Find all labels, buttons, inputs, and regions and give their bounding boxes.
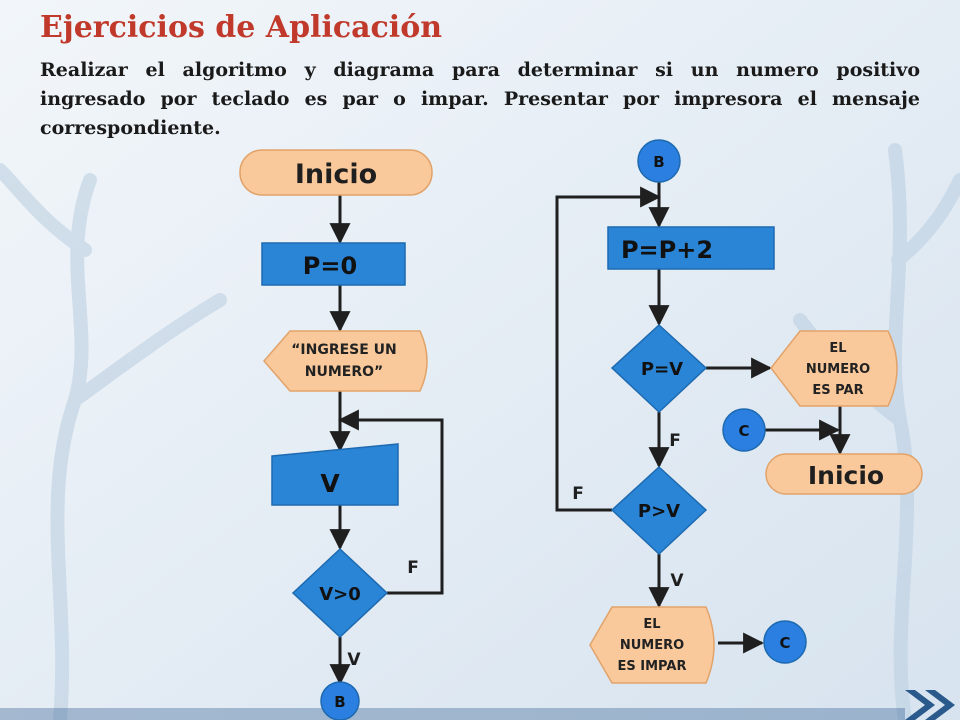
connector-b-out: B xyxy=(320,681,360,720)
start-label: Inicio xyxy=(295,159,377,190)
manual-input: V xyxy=(271,443,399,506)
tree-watermark xyxy=(0,143,960,720)
prompt-line-2: NUMERO” xyxy=(305,364,383,380)
connector-c-bottom-label: C xyxy=(779,634,790,652)
connector-c-top: C xyxy=(722,408,766,452)
even-line-3: ES PAR xyxy=(812,383,863,398)
decision-equal-label: P=V xyxy=(641,359,683,380)
exercise-description: Realizar el algoritmo y diagrama para de… xyxy=(40,59,920,139)
arrow-loop-false xyxy=(337,409,444,595)
odd-display: EL NUMERO ES IMPAR xyxy=(589,606,715,684)
corner-chevrons xyxy=(905,690,955,720)
decision-label: V>0 xyxy=(319,584,361,605)
footer-bar xyxy=(0,708,905,720)
even-display: EL NUMERO ES PAR xyxy=(770,330,898,407)
start-terminator: Inicio xyxy=(239,149,433,196)
init-process: P=0 xyxy=(261,242,406,286)
input-label: V xyxy=(320,469,340,498)
prompt-display: “INGRESE UN NUMERO” xyxy=(263,330,428,392)
label-true-left: V xyxy=(347,650,361,670)
odd-line-3: ES IMPAR xyxy=(618,659,687,674)
decision-p-greater-v: P>V xyxy=(610,465,708,556)
label-false-greater: F xyxy=(572,484,584,504)
connector-b-in: B xyxy=(637,139,681,183)
decision-v-greater-0: V>0 xyxy=(291,547,389,639)
connector-b-out-label: B xyxy=(334,693,345,711)
init-label: P=0 xyxy=(303,252,357,280)
connector-c-bottom: C xyxy=(763,620,807,664)
even-line-2: NUMERO xyxy=(806,362,870,377)
connector-b-in-label: B xyxy=(653,153,664,171)
label-true-greater: V xyxy=(670,571,684,591)
prompt-line-1: “INGRESE UN xyxy=(291,342,397,358)
page-title: Ejercicios de Aplicación xyxy=(40,10,443,45)
end-terminator: Inicio xyxy=(765,453,923,495)
odd-line-2: NUMERO xyxy=(620,638,684,653)
increment-process: P=P+2 xyxy=(607,226,775,270)
process-label: P=P+2 xyxy=(621,236,713,264)
decision-p-equal-v: P=V xyxy=(610,323,708,414)
even-line-1: EL xyxy=(829,341,846,356)
label-false-left: F xyxy=(407,558,419,578)
decision-greater-label: P>V xyxy=(638,501,680,522)
odd-line-1: EL xyxy=(643,617,660,632)
end-label: Inicio xyxy=(808,461,884,490)
arrow-loop-greater-false xyxy=(555,186,662,512)
label-false-equal: F xyxy=(669,431,681,451)
connector-c-top-label: C xyxy=(738,422,749,440)
